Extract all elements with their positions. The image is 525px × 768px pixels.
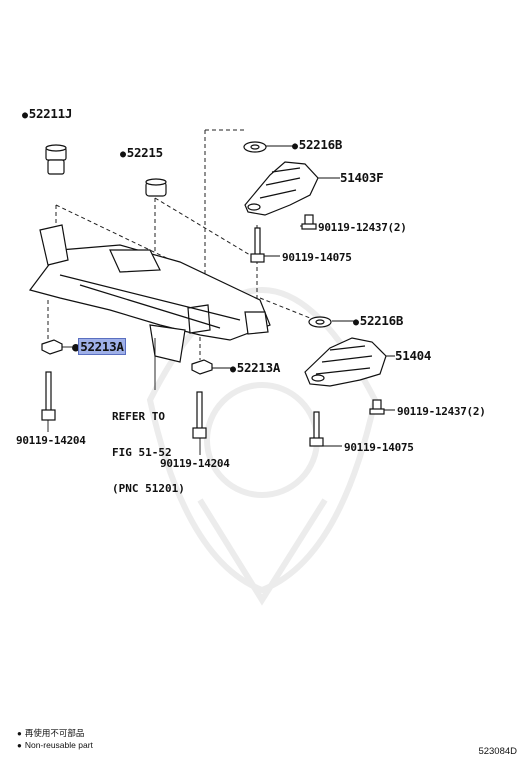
callout-90119-14075-lower[interactable]: 90119-14075 — [344, 441, 414, 454]
callout-52213a-left-text: 52213A — [78, 338, 126, 355]
legend-english: ●Non-reusable part — [17, 740, 93, 751]
diagram-code: 523084D — [478, 746, 517, 757]
front-crossmember — [28, 224, 271, 363]
callout-52211j[interactable]: 52211J — [22, 107, 73, 123]
bolt-90119-14075-upper — [250, 227, 265, 263]
bushing-52215 — [145, 178, 167, 197]
bracket-51403f — [244, 161, 319, 216]
reference-line-2: FIG 51-52 — [112, 446, 172, 459]
bolt-90119-14075-lower — [309, 411, 324, 447]
legend-en-text: Non-reusable part — [24, 740, 93, 750]
bullet-icon: ● — [17, 729, 22, 738]
callout-90119-12437-upper[interactable]: 90119-12437(2) — [318, 221, 407, 234]
bolt-90119-14204-right — [192, 391, 207, 439]
bolt-90119-12437-lower — [369, 399, 385, 415]
nut-52213a-right — [191, 359, 213, 375]
callout-90119-14204-right[interactable]: 90119-14204 — [160, 457, 230, 470]
bullet-icon: ● — [17, 741, 22, 750]
reference-note[interactable]: REFER TO FIG 51-52 (PNC 51201) — [112, 387, 185, 507]
callout-51404[interactable]: 51404 — [395, 348, 432, 363]
washer-52216b-lower — [308, 316, 332, 328]
reference-line-3: (PNC 51201) — [112, 482, 185, 495]
legend-japanese: ●再使用不可部品 — [17, 728, 84, 739]
callout-52213a-left[interactable]: ●52213A — [72, 338, 126, 355]
bushing-52211j — [45, 144, 67, 175]
legend-jp-text: 再使用不可部品 — [24, 728, 85, 738]
washer-52216b-upper — [243, 141, 267, 153]
callout-52215[interactable]: 52215 — [120, 146, 163, 162]
bolt-90119-12437-upper — [301, 214, 317, 230]
callout-90119-12437-lower[interactable]: 90119-12437(2) — [397, 405, 486, 418]
callout-52213a-right[interactable]: 52213A — [230, 361, 281, 377]
reference-line-1: REFER TO — [112, 410, 165, 423]
callout-90119-14075-upper[interactable]: 90119-14075 — [282, 251, 352, 264]
callout-52216b-upper[interactable]: 52216B — [292, 138, 343, 154]
bullet-icon: ● — [72, 339, 80, 354]
callout-51403f[interactable]: 51403F — [340, 170, 384, 185]
bracket-51404 — [304, 337, 387, 387]
callout-52216b-lower[interactable]: 52216B — [353, 314, 404, 330]
bolt-90119-14204-left — [41, 371, 56, 421]
callout-90119-14204-left[interactable]: 90119-14204 — [16, 434, 86, 447]
nut-52213a-left — [41, 339, 63, 355]
